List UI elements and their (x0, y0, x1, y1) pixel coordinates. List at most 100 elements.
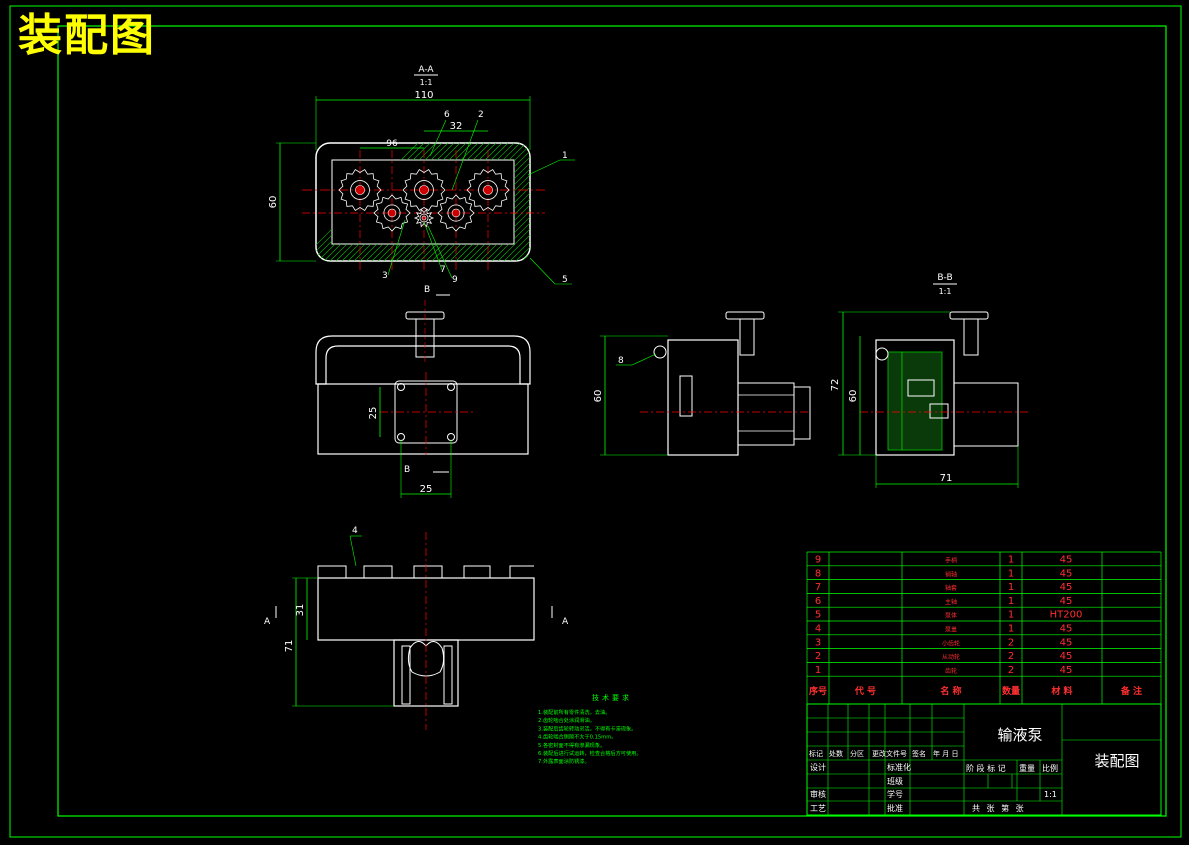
svg-text:泵体: 泵体 (945, 612, 957, 620)
svg-text:齿轮: 齿轮 (945, 667, 957, 675)
product-name: 输液泵 (997, 726, 1042, 744)
svg-text:名 称: 名 称 (940, 685, 961, 697)
svg-text:45: 45 (1060, 596, 1073, 607)
gear-1 (338, 168, 382, 212)
section-aa-view: A-A 1:1 110 32 96 (268, 65, 575, 285)
svg-text:HT200: HT200 (1050, 610, 1083, 621)
svg-text:主轴: 主轴 (945, 598, 957, 606)
svg-text:序号: 序号 (809, 685, 827, 697)
tech-requirements: 技术要求 1.装配前所有零件清洗，去油。2.齿轮啮合处涂润滑油。3.装配后齿轮转… (538, 693, 642, 765)
label-scale: 比例 (1042, 763, 1058, 773)
label-process: 工艺 (810, 804, 826, 813)
outer-border (9, 5, 1182, 838)
svg-text:45: 45 (1060, 624, 1073, 635)
view-a-right: A (562, 617, 569, 627)
svg-text:6: 6 (815, 596, 821, 607)
svg-text:数量: 数量 (1002, 685, 1020, 697)
svg-text:1: 1 (1008, 555, 1014, 566)
rev-label: 年 月 日 (933, 749, 958, 758)
svg-text:材 料: 材 料 (1050, 685, 1072, 697)
dim-center-height: 60 (593, 390, 604, 403)
balloon-1: 1 (562, 151, 568, 161)
svg-text:45: 45 (1060, 665, 1073, 676)
label-design: 设计 (810, 762, 826, 772)
section-bb-scale: 1:1 (939, 287, 952, 296)
gear-2 (402, 168, 446, 212)
tech-line: 1.装配前所有零件清洗，去油。 (538, 708, 610, 716)
sheet-text: 共 张 第 张 (972, 803, 1026, 813)
rev-label: 处数 (829, 749, 843, 758)
label-student-no: 学号 (887, 789, 903, 799)
svg-text:2: 2 (1008, 651, 1014, 662)
title-block: 输液泵 装配图 标记处数分区更改文件号签名年 月 日 设计 审核 工艺 标准化 … (806, 703, 1162, 816)
dim-gear-pitch: 32 (450, 121, 463, 132)
label-approve: 批准 (887, 803, 903, 813)
front-view: 71 31 4 A A (264, 526, 569, 730)
gear-3 (466, 168, 510, 212)
tech-line: 6.装配后进行试运转，检查合格后方可使用。 (538, 749, 642, 757)
rev-label: 更改文件号 (872, 749, 907, 758)
svg-text:手柄: 手柄 (945, 557, 957, 565)
svg-text:泵盖: 泵盖 (945, 626, 957, 634)
rev-label: 签名 (912, 749, 926, 758)
label-review: 审核 (810, 789, 826, 799)
svg-text:1: 1 (815, 665, 821, 676)
label-weight: 重量 (1019, 763, 1035, 773)
plan-view: B B 25 25 (315, 285, 531, 498)
gear-small (414, 208, 434, 228)
side-view: 60 8 (593, 311, 811, 456)
svg-text:代 号: 代 号 (854, 685, 876, 697)
scale-value: 1:1 (1044, 790, 1057, 799)
tech-line: 5.各密封面不得有渗漏现象。 (538, 741, 605, 749)
tech-title: 技术要求 (592, 693, 632, 702)
svg-text:从动轮: 从动轮 (942, 653, 960, 661)
svg-text:9: 9 (815, 555, 821, 566)
dim-front-height-total: 71 (284, 640, 295, 653)
svg-text:备 注: 备 注 (1120, 685, 1142, 697)
svg-text:45: 45 (1060, 637, 1073, 648)
drawing-name: 装配图 (1094, 752, 1139, 770)
inner-border (57, 25, 1167, 817)
parts-row: 6 主轴 1 45 (815, 596, 1073, 607)
dim-top-height: 60 (268, 196, 279, 209)
balloon-2: 2 (478, 110, 484, 120)
dim-gear-span: 96 (386, 139, 398, 149)
dim-right-height-inner: 60 (848, 390, 859, 403)
parts-header: 序号 代 号 名 称 数量 材 料 备 注 (809, 685, 1142, 697)
rev-label: 分区 (850, 749, 864, 758)
section-bb-view: B-B 1:1 72 60 71 (830, 273, 1030, 488)
svg-text:45: 45 (1060, 555, 1073, 566)
svg-text:1: 1 (1008, 582, 1014, 593)
rev-label: 标记 (809, 749, 823, 758)
svg-text:轴套: 轴套 (945, 584, 957, 592)
svg-text:8: 8 (815, 568, 821, 579)
svg-text:1: 1 (1008, 624, 1014, 635)
dim-right-width: 71 (940, 473, 953, 484)
section-aa-label: A-A (418, 65, 434, 75)
tech-line: 7.外露表面涂防锈漆。 (538, 757, 590, 765)
tech-line: 2.齿轮啮合处涂润滑油。 (538, 716, 595, 724)
label-std: 标准化 (887, 762, 911, 772)
label-class: 班级 (887, 776, 903, 786)
svg-text:45: 45 (1060, 582, 1073, 593)
balloon-9: 9 (452, 275, 458, 285)
svg-text:45: 45 (1060, 568, 1073, 579)
svg-text:3: 3 (815, 637, 821, 648)
svg-text:1: 1 (1008, 596, 1014, 607)
svg-text:7: 7 (815, 582, 821, 593)
section-bb-label: B-B (937, 273, 952, 283)
balloon-4: 4 (352, 526, 358, 536)
tech-line: 4.齿轮啮合侧隙不大于0.15mm。 (538, 733, 616, 741)
dim-front-height-part: 31 (295, 604, 306, 617)
svg-text:2: 2 (815, 651, 821, 662)
svg-text:销轴: 销轴 (945, 570, 957, 578)
balloon-7: 7 (440, 265, 446, 275)
